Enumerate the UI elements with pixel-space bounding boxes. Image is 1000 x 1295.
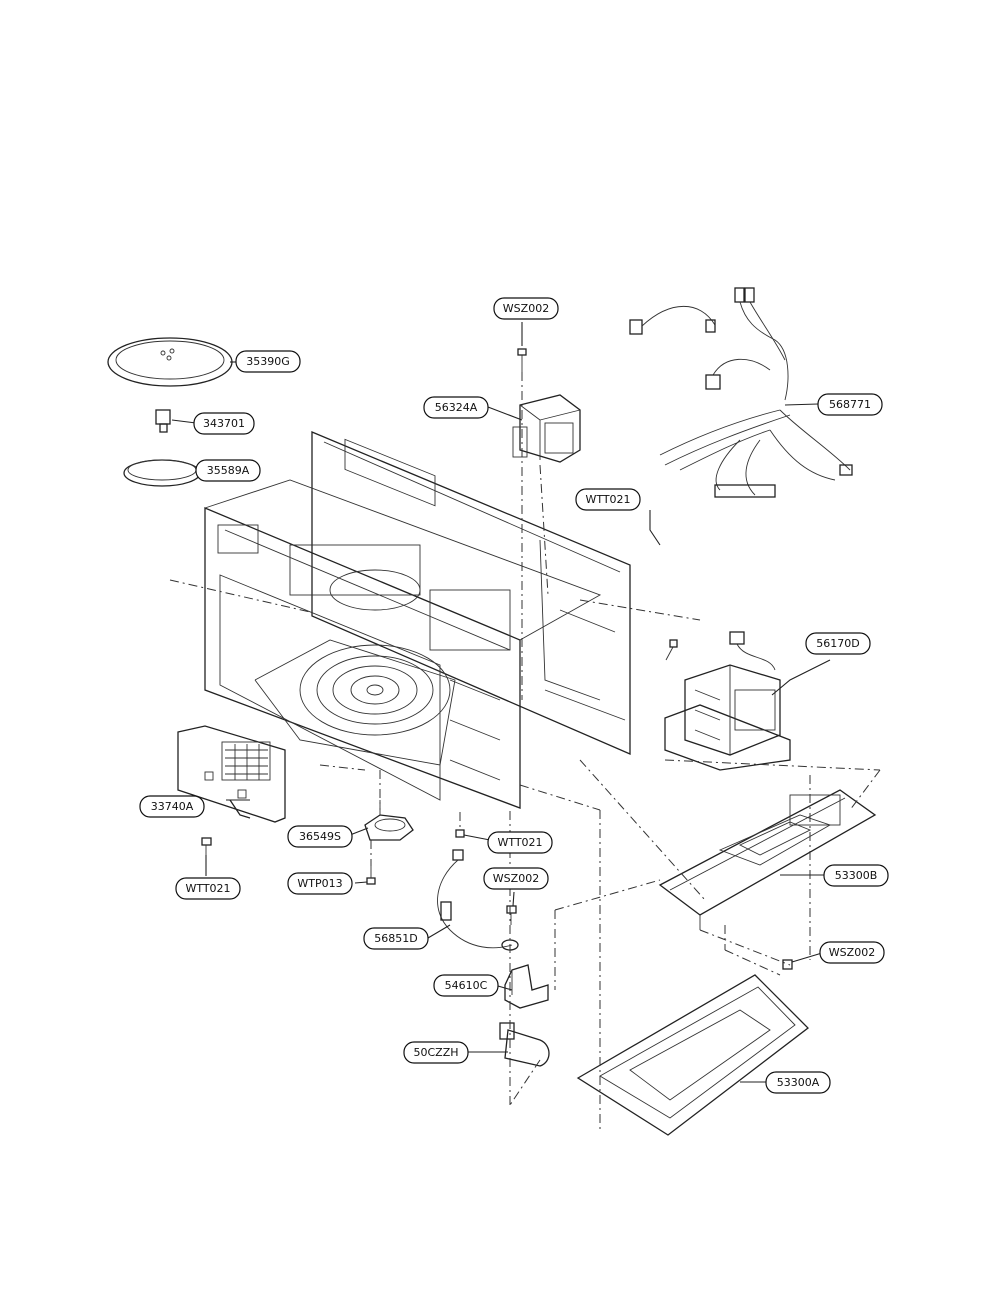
callout-wtt021-right: WTT021 xyxy=(575,488,641,511)
label-56170d: 56170D xyxy=(816,637,859,650)
callout-50czzh: 50CZZH xyxy=(403,1041,469,1064)
label-568771: 568771 xyxy=(829,398,871,411)
assembly-guide-lines xyxy=(169,372,881,1130)
oven-cavity xyxy=(204,479,602,809)
lamp-socket xyxy=(499,1022,550,1067)
rear-back-panel xyxy=(311,431,631,755)
label-36549s: 36549S xyxy=(299,830,341,843)
callout-56170d: 56170D xyxy=(805,632,871,655)
label-35589a: 35589A xyxy=(207,464,250,477)
callout-54610c: 54610C xyxy=(433,974,499,997)
air-guide-cover xyxy=(177,725,286,823)
screw-wsz002-right xyxy=(782,959,793,970)
screw-wtp013 xyxy=(366,866,376,885)
label-56324a: 56324A xyxy=(435,401,478,414)
callout-53300b: 53300B xyxy=(823,864,889,887)
screw-near-transformer xyxy=(665,639,678,661)
label-54610c: 54610C xyxy=(445,979,488,992)
label-wtp013: WTP013 xyxy=(297,877,342,890)
label-53300a: 53300A xyxy=(777,1076,820,1089)
callout-35390g: 35390G xyxy=(235,350,301,373)
callout-wsz002-mid: WSZ002 xyxy=(483,867,549,890)
callout-leaders xyxy=(171,322,831,1083)
label-wsz002-right: WSZ002 xyxy=(829,946,875,959)
base-plate-upper xyxy=(658,789,877,930)
callout-56851d: 56851D xyxy=(363,927,429,950)
callout-wtt021-mid: WTT021 xyxy=(487,831,553,854)
callout-wtt021-left: WTT021 xyxy=(175,877,241,900)
label-wsz002-top: WSZ002 xyxy=(503,302,549,315)
callout-568771: 568771 xyxy=(817,393,883,416)
turntable-glass-tray xyxy=(107,337,233,387)
label-56851d: 56851D xyxy=(374,932,417,945)
label-50czzh: 50CZZH xyxy=(413,1046,458,1059)
screw-wtt021-mid xyxy=(455,829,465,838)
label-wtt021-mid: WTT021 xyxy=(497,836,542,849)
callout-343701: 343701 xyxy=(193,412,255,435)
transformer xyxy=(664,631,791,771)
callout-wsz002-right: WSZ002 xyxy=(819,941,885,964)
label-35390g: 35390G xyxy=(246,355,290,368)
turntable-coupler xyxy=(155,409,171,433)
turntable-motor xyxy=(364,800,414,841)
callout-56324a: 56324A xyxy=(423,396,489,419)
roller-ring xyxy=(123,459,201,487)
screw-wtt021-left xyxy=(201,837,212,855)
magnetron xyxy=(512,394,581,463)
label-wtt021-left: WTT021 xyxy=(185,882,230,895)
label-33740a: 33740A xyxy=(151,800,194,813)
callout-53300a: 53300A xyxy=(765,1071,831,1094)
lamp-bracket xyxy=(504,964,549,1009)
base-plate-lower xyxy=(576,974,809,1136)
label-53300b: 53300B xyxy=(835,869,878,882)
screw-wsz002-top xyxy=(517,348,527,372)
label-343701: 343701 xyxy=(203,417,245,430)
callout-wsz002-top: WSZ002 xyxy=(493,297,559,320)
thermistor-cord xyxy=(437,849,519,951)
screw-wsz002-mid xyxy=(506,905,517,925)
wire-harness xyxy=(629,287,853,498)
callout-33740a: 33740A xyxy=(139,795,205,818)
callout-35589a: 35589A xyxy=(195,459,261,482)
callout-36549s: 36549S xyxy=(287,825,353,848)
label-wsz002-mid: WSZ002 xyxy=(493,872,539,885)
callout-wtp013: WTP013 xyxy=(287,872,353,895)
label-wtt021-right: WTT021 xyxy=(585,493,630,506)
